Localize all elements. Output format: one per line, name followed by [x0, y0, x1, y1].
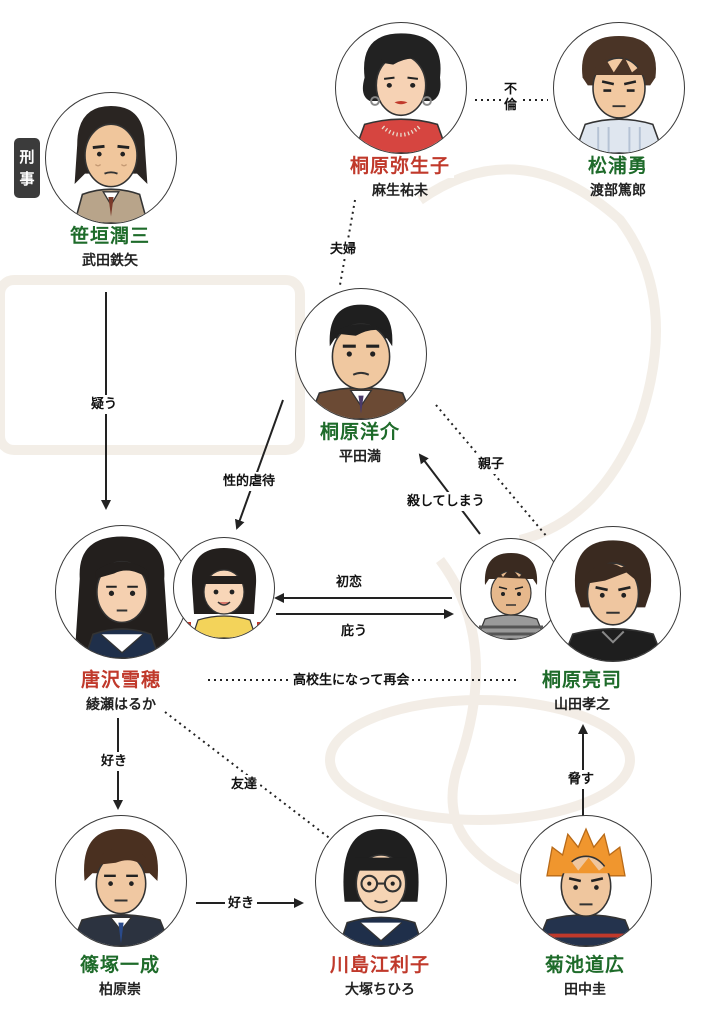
- label-affair: 不 倫: [502, 82, 520, 114]
- label-affair-char-1: 不: [504, 82, 518, 97]
- portrait-ryoji-adult: [545, 526, 681, 662]
- avatar-yaeko: [353, 33, 449, 153]
- name-yosuke: 桐原洋介: [315, 420, 405, 444]
- line-abuse: [235, 399, 284, 530]
- label-first-love: 初恋: [333, 573, 366, 592]
- badge-char-2: 事: [19, 170, 35, 188]
- actor-sasagaki: 武田鉄矢: [82, 253, 138, 269]
- node-eriko[interactable]: 川島江利子 大塚ちひろ: [305, 815, 455, 1020]
- label-affair-char-2: 倫: [504, 98, 518, 113]
- avatar-matsuura: [573, 36, 665, 153]
- portrait-matsuura: [553, 22, 685, 154]
- actor-shinozuka: 柏原崇: [99, 982, 141, 998]
- label-likes-1: 好き: [98, 752, 131, 771]
- avatar-yosuke: [308, 304, 414, 419]
- avatar-ryoji-child: [476, 553, 546, 639]
- name-eriko: 川島江利子: [325, 953, 435, 977]
- actor-kikuchi: 田中圭: [564, 982, 606, 998]
- actor-yukiho: 綾瀬はるか: [86, 697, 156, 713]
- node-matsuura[interactable]: 松浦勇 渡部篤郎: [548, 22, 688, 212]
- actor-matsuura: 渡部篤郎: [590, 183, 646, 199]
- avatar-shinozuka: [70, 829, 172, 946]
- node-shinozuka[interactable]: 篠塚一成 柏原崇: [50, 815, 190, 1020]
- detective-badge: 刑 事: [14, 138, 40, 198]
- name-yaeko: 桐原弥生子: [345, 154, 455, 178]
- node-yosuke[interactable]: 桐原洋介 平田満: [285, 288, 435, 478]
- portrait-sasagaki: [45, 92, 177, 224]
- portrait-kikuchi: [520, 815, 652, 947]
- portrait-eriko: [315, 815, 447, 947]
- portrait-yukiho-child: [173, 537, 275, 639]
- avatar-sasagaki: [73, 106, 149, 223]
- node-kikuchi[interactable]: 菊池道広 田中圭: [515, 815, 655, 1020]
- portrait-yosuke: [295, 288, 427, 420]
- label-likes-2: 好き: [225, 894, 258, 913]
- avatar-ryoji-adult: [561, 540, 665, 661]
- label-married: 夫婦: [327, 240, 360, 259]
- avatar-kikuchi: [535, 827, 637, 946]
- name-matsuura: 松浦勇: [583, 154, 653, 178]
- avatar-eriko: [338, 829, 424, 946]
- node-sasagaki[interactable]: 笹垣潤三 武田鉄矢: [40, 92, 180, 282]
- portrait-yukiho-adult: [55, 525, 189, 659]
- portrait-shinozuka: [55, 815, 187, 947]
- label-suspects: 疑う: [88, 395, 121, 414]
- name-kikuchi: 菊池道広: [540, 953, 630, 977]
- name-ryoji: 桐原亮司: [537, 668, 627, 692]
- label-friends: 友達: [228, 775, 261, 794]
- avatar-yukiho-adult: [74, 536, 170, 658]
- name-yukiho: 唐沢雪穂: [76, 668, 166, 692]
- avatar-yukiho-child: [185, 548, 263, 638]
- name-shinozuka: 篠塚一成: [75, 953, 165, 977]
- actor-yosuke: 平田満: [339, 449, 381, 465]
- node-ryoji[interactable]: 桐原亮司 山田孝之: [455, 518, 685, 723]
- actor-yaeko: 麻生祐未: [372, 183, 428, 199]
- node-yukiho[interactable]: 唐沢雪穂 綾瀬はるか: [55, 515, 275, 720]
- label-kills: 殺してしまう: [404, 492, 488, 511]
- node-yaeko[interactable]: 桐原弥生子 麻生祐未: [325, 22, 475, 212]
- actor-ryoji: 山田孝之: [554, 697, 610, 713]
- line-friends: [164, 711, 333, 841]
- badge-char-1: 刑: [19, 148, 35, 166]
- label-abuse: 性的虐待: [220, 472, 279, 491]
- actor-eriko: 大塚ちひろ: [345, 982, 415, 998]
- line-parent-child: [435, 404, 549, 539]
- portrait-yaeko: [335, 22, 467, 154]
- label-reunion: 高校生になって再会: [290, 671, 413, 690]
- label-threatens: 脅す: [565, 770, 598, 789]
- label-parent-child: 親子: [475, 455, 508, 474]
- label-protects: 庇う: [338, 622, 371, 641]
- name-sasagaki: 笹垣潤三: [65, 224, 155, 248]
